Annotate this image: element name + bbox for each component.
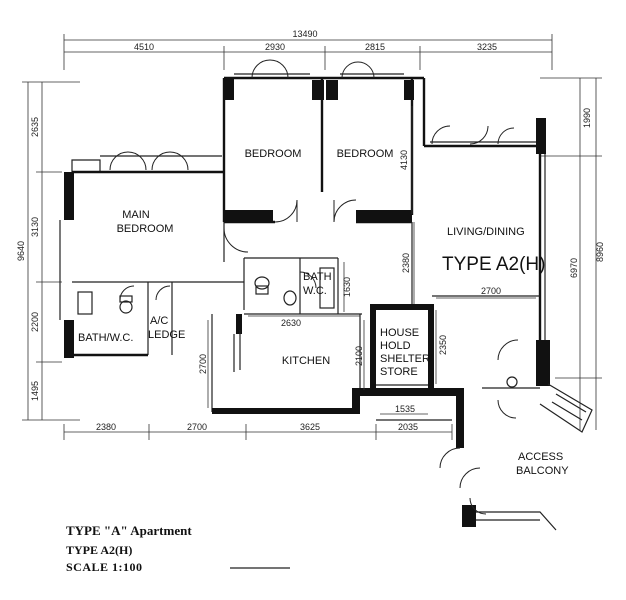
dim-right-3: 6970 (569, 258, 579, 278)
walls (64, 76, 550, 527)
room-label-access-balcony-line2: BALCONY (516, 465, 569, 477)
dim-right-2: 8960 (595, 242, 605, 262)
room-label-ac-ledge-line2: LEDGE (148, 329, 185, 341)
room-label-shelter-line1: HOUSE (380, 327, 419, 339)
room-label-bath-wc-1-line1: BATH (303, 271, 332, 283)
room-label-bedroom-2: BEDROOM (337, 148, 394, 160)
apartment-type-subtitle: TYPE A2(H) (66, 543, 133, 557)
unit-type-label: TYPE A2(H) (442, 254, 545, 275)
left-dimensions: 9640 2635 3130 2200 1495 (16, 81, 80, 421)
dim-left-2: 3130 (30, 217, 40, 237)
bottom-dimensions: 2380 2700 3625 2035 (63, 422, 453, 440)
dim-interior-8: 2350 (438, 335, 448, 355)
dim-interior-3: 1630 (342, 277, 352, 297)
dim-right-1: 1990 (582, 108, 592, 128)
top-dimensions: 13490 4510 2930 2815 3235 (63, 29, 553, 70)
dim-top-2: 2930 (265, 42, 285, 52)
dim-interior-1: 4130 (399, 150, 409, 170)
room-label-access-balcony-line1: ACCESS (518, 451, 563, 463)
windows (59, 73, 546, 340)
dim-interior-5: 2700 (198, 354, 208, 374)
apartment-type-title: TYPE "A" Apartment (66, 523, 192, 538)
dim-interior-9: 1535 (395, 404, 415, 414)
dim-left-1: 2635 (30, 117, 40, 137)
dim-bottom-4: 2035 (398, 422, 418, 432)
dim-top-1: 4510 (134, 42, 154, 52)
room-label-bath-wc-1-line2: W.C. (303, 285, 327, 297)
dim-interior-6: 2100 (354, 346, 364, 366)
room-label-main-bedroom-line2: BEDROOM (117, 223, 174, 235)
room-label-ac-ledge-line1: A/C (150, 315, 168, 327)
room-labels: BEDROOM BEDROOM MAIN BEDROOM LIVING/DINI… (78, 148, 569, 477)
dim-bottom-3: 3625 (300, 422, 320, 432)
dim-interior-7: 2700 (481, 286, 501, 296)
dim-bottom-2: 2700 (187, 422, 207, 432)
dim-top-3: 2815 (365, 42, 385, 52)
room-label-living-dining: LIVING/DINING (447, 226, 525, 238)
room-label-bedroom-1: BEDROOM (245, 148, 302, 160)
dim-interior-2: 2380 (401, 253, 411, 273)
room-label-shelter-line2: HOLD (380, 340, 411, 352)
drawing-scale: SCALE 1:100 (66, 560, 143, 574)
room-label-main-bedroom-line1: MAIN (122, 209, 150, 221)
dim-left-4: 1495 (30, 381, 40, 401)
interior-dimensions: 4130 2380 1630 2630 2700 2100 2700 2350 … (198, 106, 536, 415)
room-label-shelter-line3: SHELTER/ (380, 353, 434, 365)
dim-left-3: 2200 (30, 312, 40, 332)
room-label-bath-wc-2: BATH/W.C. (78, 332, 133, 344)
dim-top-4: 3235 (477, 42, 497, 52)
dim-left-overall: 9640 (16, 241, 26, 261)
right-dimensions: 1990 8960 6970 (540, 77, 605, 430)
fixtures (77, 267, 593, 531)
room-label-kitchen: KITCHEN (282, 355, 330, 367)
dim-overall-width: 13490 (292, 29, 317, 39)
room-label-shelter-line4: STORE (380, 366, 418, 378)
dim-bottom-1: 2380 (96, 422, 116, 432)
dim-interior-4: 2630 (281, 318, 301, 328)
